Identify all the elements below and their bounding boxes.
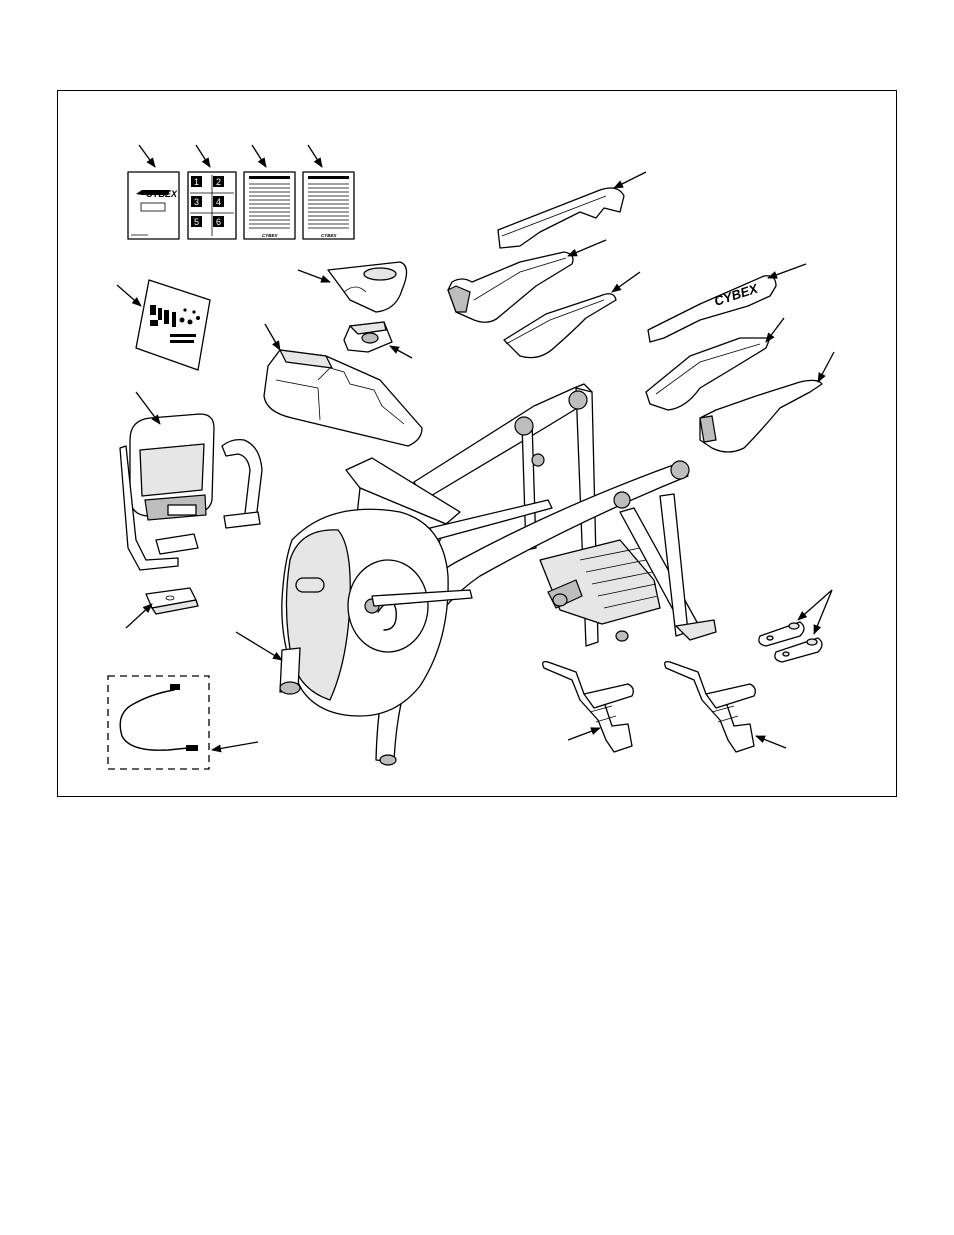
right-middle-shroud xyxy=(645,317,785,411)
panel-number-2: 2 xyxy=(216,177,221,187)
text-document-2: CYBEX xyxy=(302,171,355,240)
small-bracket xyxy=(125,587,199,629)
panel-number-4: 4 xyxy=(216,197,221,207)
left-pedal-arm xyxy=(542,660,634,753)
front-left-shroud xyxy=(447,239,607,323)
right-pedal-arm xyxy=(664,660,787,753)
panel-number-5: 5 xyxy=(194,217,199,227)
console-assembly xyxy=(119,391,263,571)
parts-layout-doc: 1 2 3 4 5 6 xyxy=(187,171,237,240)
main-frame-assembly xyxy=(235,383,717,766)
doc1-footer-logo: CYBEX xyxy=(262,233,279,238)
manual-logo-text: CYBEX xyxy=(146,189,178,199)
right-arm-shroud-logo: CYBEX xyxy=(647,263,807,343)
power-cable-optional xyxy=(107,675,259,770)
text-document-1: CYBEX xyxy=(243,171,296,240)
panel-number-3: 3 xyxy=(194,197,199,207)
panel-number-1: 1 xyxy=(194,177,199,187)
doc2-footer-logo: CYBEX xyxy=(321,233,338,238)
panel-number-6: 6 xyxy=(216,217,221,227)
figure-frame xyxy=(57,90,897,797)
cup-holder-shroud xyxy=(297,261,408,313)
center-shroud-tray xyxy=(263,323,423,447)
end-caps-pair xyxy=(758,589,833,663)
owners-manual-doc: CYBEX xyxy=(127,171,180,240)
right-rear-shroud xyxy=(699,351,835,453)
document-arrows xyxy=(138,144,323,168)
console-mount-bracket xyxy=(343,321,413,359)
lower-front-shroud xyxy=(503,271,641,359)
upper-arm-shroud xyxy=(497,171,647,249)
hardware-kit-card xyxy=(116,279,211,371)
